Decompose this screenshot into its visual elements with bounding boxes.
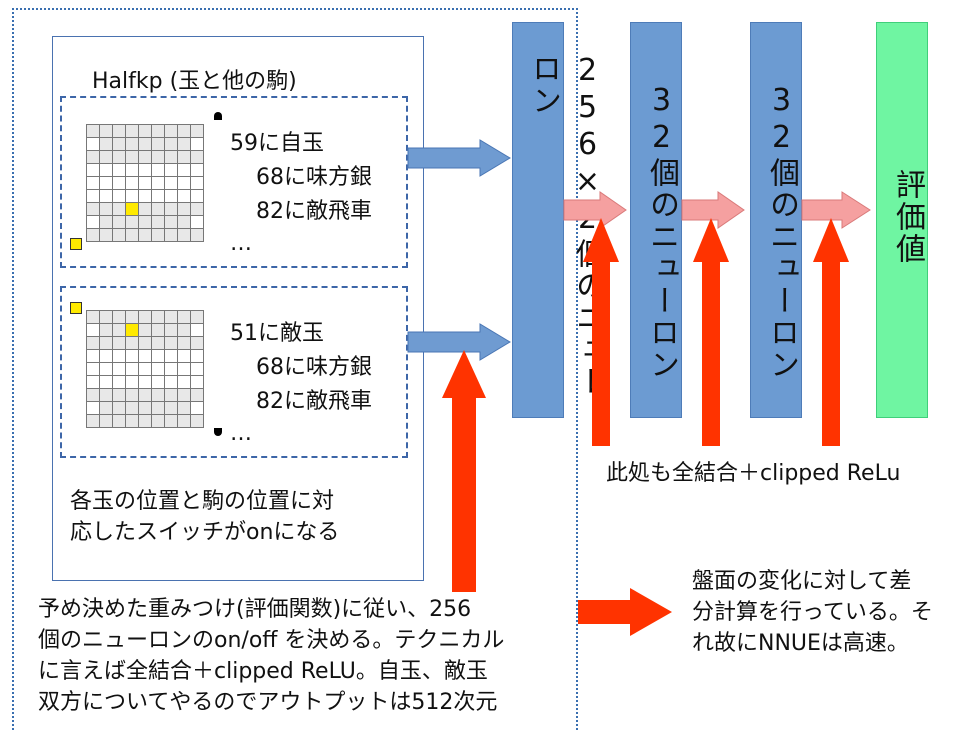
right-note-line-3: れ故にNNUEは高速。: [692, 631, 909, 656]
pink-arrow-3: [801, 191, 871, 229]
pink-arrow-2: [681, 191, 745, 229]
layer-32-a: 32個のニューロン: [630, 22, 682, 418]
right-note-line-1: 盤面の変化に対して差: [692, 569, 912, 594]
board-cell: [190, 228, 204, 242]
layer-32-b: 32個のニューロン: [750, 22, 802, 418]
board2-line-4: …: [230, 421, 252, 446]
board2-line-3: 82に敵飛車: [256, 389, 372, 414]
right-note-line-2: 分計算を行っている。そ: [692, 600, 933, 625]
outer-dotted-frame: [12, 8, 578, 730]
bottom-note-line-4: 双方についてやるのでアウトプットは512次元: [38, 690, 498, 715]
board1-line-2: 68に味方銀: [256, 165, 372, 190]
board2-line-2: 68に味方銀: [256, 355, 372, 380]
layer-32-a-label: 32個のニューロン: [644, 83, 679, 381]
bottom-note-line-1: 予め決めた重みつけ(評価関数)に従い、256: [38, 597, 472, 622]
board2-line-1: 51に敵玉: [230, 321, 324, 346]
blue-arrow-2: [407, 323, 511, 361]
halfkp-footer-2: 応したスイッチがonになる: [70, 520, 340, 545]
board1-line-4: …: [230, 231, 252, 256]
red-up-arrow-2: [693, 218, 729, 446]
red-up-arrow-1: [583, 218, 619, 446]
layer-32-b-label: 32個のニューロン: [764, 83, 799, 381]
output-eval: 評価値: [876, 22, 928, 418]
shogi-board-1: [86, 124, 206, 244]
red-up-arrow-main: [442, 350, 486, 592]
shogi-board-2: [86, 310, 206, 430]
pink-arrow-1: [563, 191, 627, 229]
board1-line-3: 82に敵飛車: [256, 199, 372, 224]
hand-marker-1: [70, 238, 82, 250]
red-right-arrow: [578, 588, 672, 636]
fc-note: 此処も全結合＋clipped ReLu: [606, 461, 901, 486]
bottom-note-line-3: に言えば全結合＋clipped ReLU。自玉、敵玉: [38, 659, 488, 684]
blue-arrow-1: [407, 139, 511, 177]
output-eval-label: 評価値: [890, 169, 925, 265]
bottom-note-line-2: 個のニューロンのon/off を決める。テクニカル: [38, 628, 505, 653]
bottom-note: 予め決めた重みつけ(評価関数)に従い、256 個のニューロンのon/off を決…: [38, 594, 505, 718]
halfkp-title: Halfkp (玉と他の駒): [92, 69, 297, 94]
halfkp-footer-1: 各玉の位置と駒の位置に対: [70, 489, 335, 514]
layer-256x2: 256×2個のニューロン: [512, 22, 605, 418]
right-note: 盤面の変化に対して差 分計算を行っている。そ れ故にNNUEは高速。: [692, 566, 933, 659]
turn-marker-1: [214, 112, 222, 120]
board-cell: [190, 414, 204, 428]
red-up-arrow-3: [813, 218, 849, 446]
turn-marker-2: [214, 428, 222, 436]
board1-line-1: 59に自玉: [230, 131, 324, 156]
hand-marker-2: [70, 302, 82, 314]
